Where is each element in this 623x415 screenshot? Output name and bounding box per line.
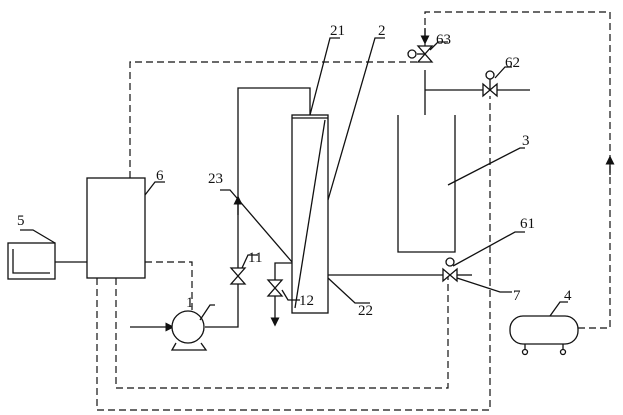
vessel-3-body [397, 115, 456, 253]
line-branch-12 [274, 262, 292, 280]
unit-1-pump [170, 310, 208, 351]
label-21: 21 [330, 23, 345, 39]
control-line-61 [115, 272, 449, 389]
control-line-62 [96, 96, 491, 411]
gas-line-4 [424, 11, 611, 329]
valve-63 [407, 45, 434, 63]
valve-7 [442, 257, 458, 283]
valve-62 [482, 70, 498, 98]
unit-6-controller [86, 177, 146, 279]
control-lines [96, 11, 615, 411]
control-line-pump [145, 261, 193, 316]
valve-12 [266, 279, 284, 297]
part-labels: 1 2 3 4 5 6 7 11 12 21 22 23 61 62 63 [17, 23, 572, 319]
label-12: 12 [299, 293, 314, 309]
valve-11 [229, 267, 247, 285]
label-4: 4 [564, 288, 572, 304]
unit-5-display [7, 242, 56, 280]
label-22: 22 [358, 303, 373, 319]
label-63: 63 [436, 32, 451, 48]
unit-4-gas-tank [509, 315, 579, 356]
line-pump-reactor [205, 87, 311, 328]
label-3: 3 [522, 133, 530, 149]
label-1: 1 [186, 295, 194, 311]
label-7: 7 [513, 288, 521, 304]
label-23: 23 [208, 171, 223, 187]
label-11: 11 [248, 250, 262, 266]
control-line-63 [129, 61, 417, 178]
leader-lines [20, 37, 568, 321]
label-61: 61 [520, 216, 535, 232]
label-6: 6 [156, 168, 164, 184]
label-5: 5 [17, 213, 25, 229]
process-lines [55, 70, 530, 332]
label-2: 2 [378, 23, 386, 39]
label-62: 62 [505, 55, 520, 71]
unit-2-reactor [291, 114, 329, 314]
